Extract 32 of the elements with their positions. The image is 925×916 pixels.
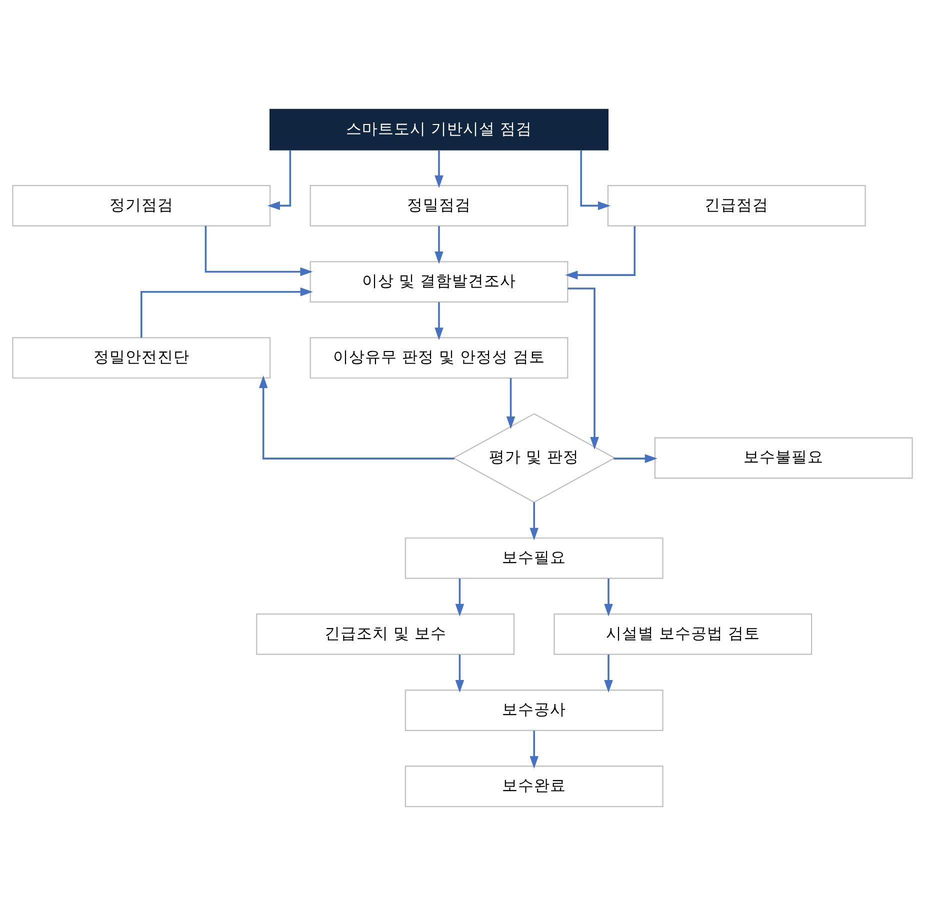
node-box: 보수완료 <box>404 766 664 808</box>
arrow <box>258 376 454 460</box>
arrow <box>604 654 613 693</box>
arrow <box>455 654 464 693</box>
arrow <box>580 150 611 210</box>
arrow <box>530 502 538 540</box>
arrow <box>434 302 444 340</box>
arrow <box>565 226 636 280</box>
node-box: 시설별 보수공법 검토 <box>554 614 812 655</box>
arrow <box>568 288 599 450</box>
arrow <box>267 150 292 210</box>
arrow <box>434 150 444 188</box>
node-box: 긴급점검 <box>607 185 866 226</box>
arrow <box>434 226 444 264</box>
node-box: 정밀안전진단 <box>12 337 271 379</box>
node-box: 스마트도시 기반시설 점검 <box>270 108 608 150</box>
arrow <box>204 226 313 276</box>
node-box: 정기점검 <box>12 185 271 226</box>
node-diamond: 평가 및 판정 <box>452 413 616 503</box>
node-box: 정밀점검 <box>310 185 568 226</box>
arrow <box>506 378 516 430</box>
arrow <box>614 454 658 463</box>
arrow <box>455 578 464 616</box>
node-box: 보수필요 <box>404 537 664 579</box>
node-box: 이상유무 판정 및 안정성 검토 <box>310 337 568 379</box>
node-box: 이상 및 결함발견조사 <box>310 261 568 302</box>
arrow <box>530 730 538 769</box>
node-box: 보수공사 <box>404 690 664 731</box>
arrow <box>604 578 613 616</box>
node-box: 보수불필요 <box>654 437 913 479</box>
node-box: 긴급조치 및 보수 <box>256 614 515 655</box>
arrow <box>140 287 313 338</box>
